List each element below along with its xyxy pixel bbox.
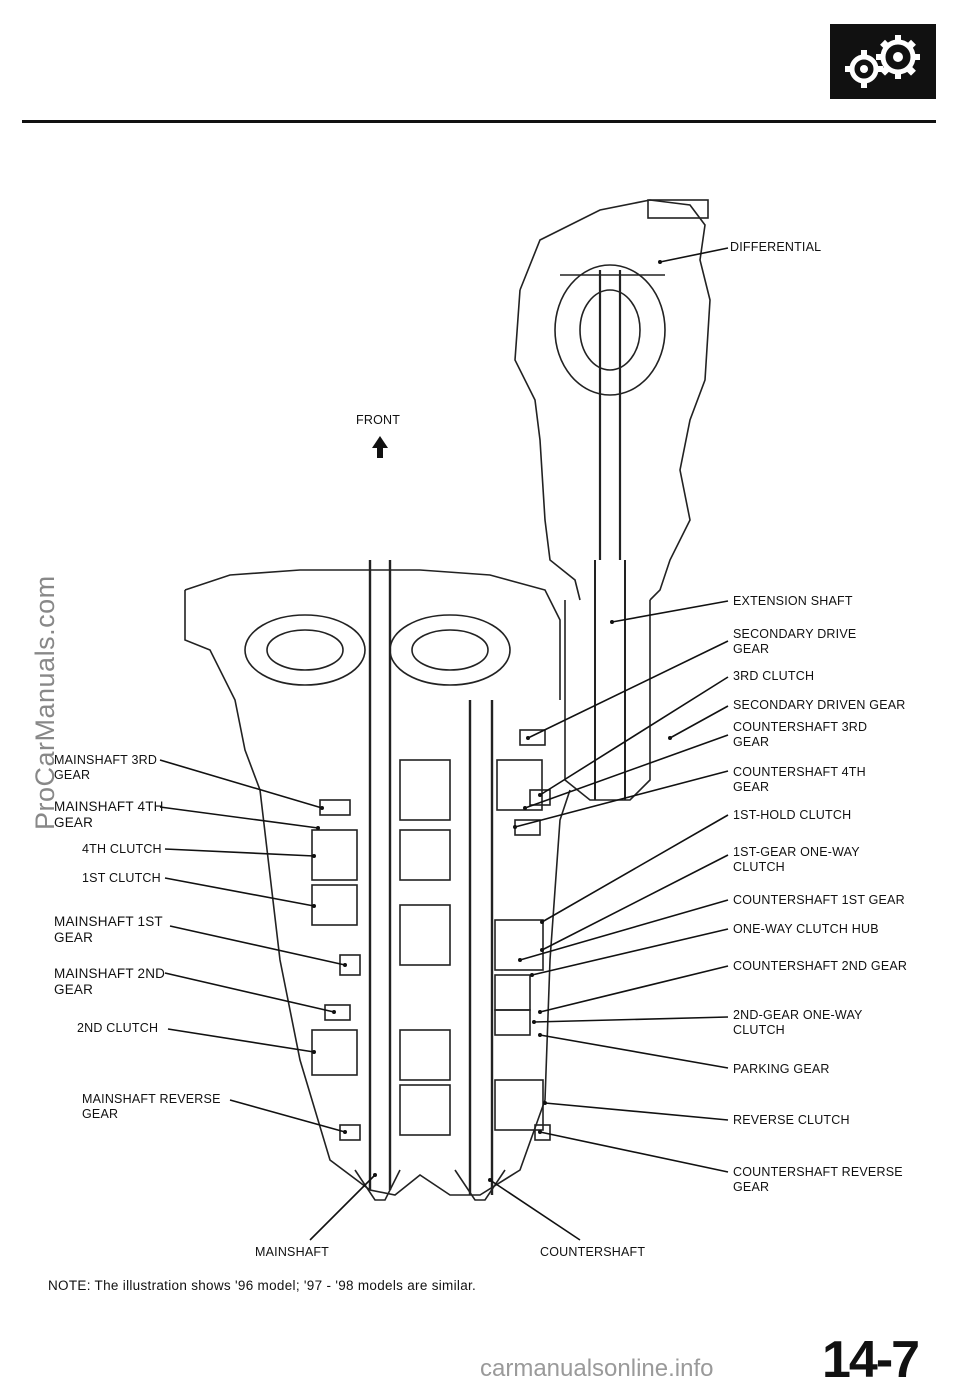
label-one-way-clutch-hub: ONE-WAY CLUTCH HUB: [733, 922, 879, 936]
label-mainshaft-2nd-gear: MAINSHAFT 2ND GEAR: [54, 966, 166, 997]
label-countershaft-1st-gear: COUNTERSHAFT 1ST GEAR: [733, 893, 905, 907]
label-countershaft-4th-gear: COUNTERSHAFT 4TH GEAR: [733, 765, 866, 794]
label-mainshaft-reverse-gear: MAINSHAFT REVERSE GEAR: [82, 1092, 221, 1121]
label-mainshaft: MAINSHAFT: [255, 1245, 330, 1259]
label-differential: DIFFERENTIAL: [730, 240, 822, 254]
label-parking-gear: PARKING GEAR: [733, 1062, 830, 1076]
label-secondary-driven-gear: SECONDARY DRIVEN GEAR: [733, 698, 906, 712]
label-2nd-gear-one-way-clutch: 2ND-GEAR ONE-WAY CLUTCH: [733, 1008, 863, 1037]
label-mainshaft-3rd-gear: MAINSHAFT 3RD GEAR: [54, 753, 158, 782]
front-arrow-icon: [372, 436, 388, 458]
watermark-bottom: carmanualsonline.info: [480, 1355, 714, 1382]
label-2nd-clutch: 2ND CLUTCH: [77, 1021, 159, 1035]
label-mainshaft-4th-gear: MAINSHAFT 4TH GEAR: [54, 799, 164, 830]
label-1st-gear-one-way-clutch: 1ST-GEAR ONE-WAY CLUTCH: [733, 845, 860, 874]
watermark: ProCarManuals.com: [30, 575, 60, 830]
label-1st-hold-clutch: 1ST-HOLD CLUTCH: [733, 808, 852, 822]
front-label: FRONT: [356, 413, 401, 427]
label-mainshaft-1st-gear: MAINSHAFT 1ST GEAR: [54, 914, 163, 945]
label-countershaft-2nd-gear: COUNTERSHAFT 2ND GEAR: [733, 959, 908, 973]
label-reverse-clutch: REVERSE CLUTCH: [733, 1113, 850, 1127]
label-3rd-clutch: 3RD CLUTCH: [733, 669, 815, 683]
header-rule: [22, 120, 936, 123]
label-4th-clutch: 4TH CLUTCH: [82, 842, 162, 856]
label-countershaft-reverse-gear: COUNTERSHAFT REVERSE GEAR: [733, 1165, 903, 1194]
gear-icon: [830, 24, 936, 99]
label-secondary-drive-gear: SECONDARY DRIVE GEAR: [733, 627, 857, 656]
label-countershaft-3rd-gear: COUNTERSHAFT 3RD GEAR: [733, 720, 868, 749]
label-countershaft: COUNTERSHAFT: [540, 1245, 646, 1259]
label-1st-clutch: 1ST CLUTCH: [82, 871, 161, 885]
label-extension-shaft: EXTENSION SHAFT: [733, 594, 853, 608]
page-number: 14-7: [822, 1331, 920, 1389]
note-text: NOTE: The illustration shows '96 model; …: [48, 1278, 477, 1293]
